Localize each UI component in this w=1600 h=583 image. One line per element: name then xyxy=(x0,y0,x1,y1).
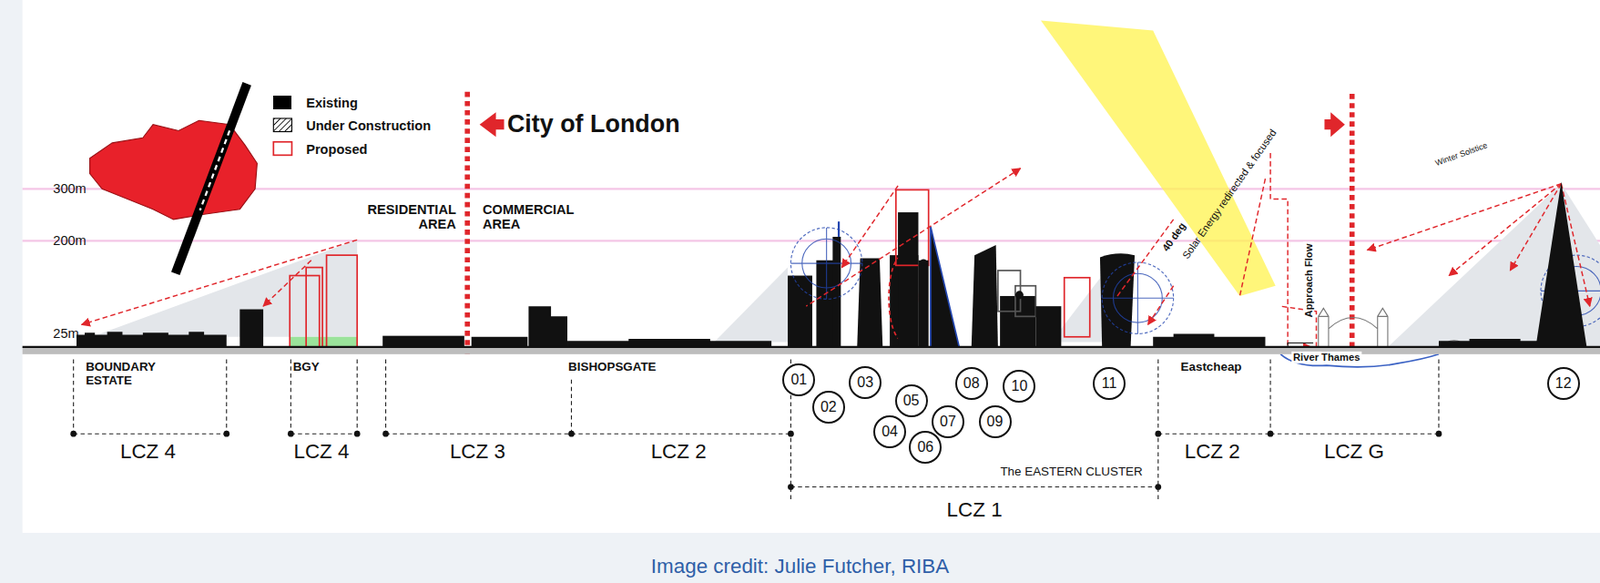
legend-text: Proposed xyxy=(305,142,367,157)
callout-number: 09 xyxy=(987,413,1004,430)
zone-code: LCZ 2 xyxy=(1184,440,1241,464)
zone-code: LCZ 2 xyxy=(651,440,707,464)
height-mark: 25m xyxy=(52,326,79,341)
callout-circle: 10 xyxy=(1002,369,1036,403)
callout-circle: 04 xyxy=(873,415,907,449)
callout-circle: 08 xyxy=(955,366,989,400)
zone-label: COMMERCIAL AREA xyxy=(482,202,580,232)
place-label: BISHOPSGATE xyxy=(568,360,656,375)
callout-number: 11 xyxy=(1101,375,1118,392)
callout-number: 07 xyxy=(939,413,957,430)
zone-label: RESIDENTIAL AREA xyxy=(358,202,456,232)
zone-code: LCZ 1 xyxy=(947,499,1003,522)
place-label: BGY xyxy=(293,360,320,375)
callout-circle: 12 xyxy=(1547,366,1580,400)
callout-circle: 02 xyxy=(812,390,846,424)
zone-code: LCZ G xyxy=(1324,440,1385,464)
place-label: Eastcheap xyxy=(1181,360,1243,375)
callout-number: 01 xyxy=(790,371,807,388)
cluster-label: The EASTERN CLUSTER xyxy=(999,464,1142,479)
callout-number: 02 xyxy=(820,398,837,416)
zone-code: LCZ 4 xyxy=(120,440,176,464)
callout-number: 05 xyxy=(903,392,920,409)
callout-number: 06 xyxy=(917,438,934,456)
callout-circle: 01 xyxy=(782,363,816,397)
zone-code: LCZ 3 xyxy=(449,440,506,464)
place-label: River Thames xyxy=(1291,351,1362,363)
callout-number: 10 xyxy=(1011,377,1029,395)
image-caption: Image credit: Julie Futcher, RIBA xyxy=(651,555,949,579)
flow-note: Approach Flow xyxy=(1302,242,1314,320)
callout-number: 04 xyxy=(881,423,898,440)
callout-circle: 07 xyxy=(931,405,965,439)
callout-number: 03 xyxy=(856,374,874,391)
callout-number: 08 xyxy=(963,375,980,392)
callout-circle: 06 xyxy=(908,430,942,464)
legend-text: Existing xyxy=(305,95,358,111)
callout-circle: 05 xyxy=(895,384,928,418)
height-mark: 200m xyxy=(52,233,87,248)
area-title: City of London xyxy=(507,111,681,139)
legend-text: Under Construction xyxy=(305,118,431,133)
callout-number: 12 xyxy=(1555,375,1572,392)
callout-circle: 09 xyxy=(978,405,1012,439)
place-label: BOUNDARY ESTATE xyxy=(85,361,163,388)
height-mark: 300m xyxy=(52,181,87,196)
zone-code: LCZ 4 xyxy=(293,440,349,464)
legend-swatch xyxy=(273,95,292,111)
